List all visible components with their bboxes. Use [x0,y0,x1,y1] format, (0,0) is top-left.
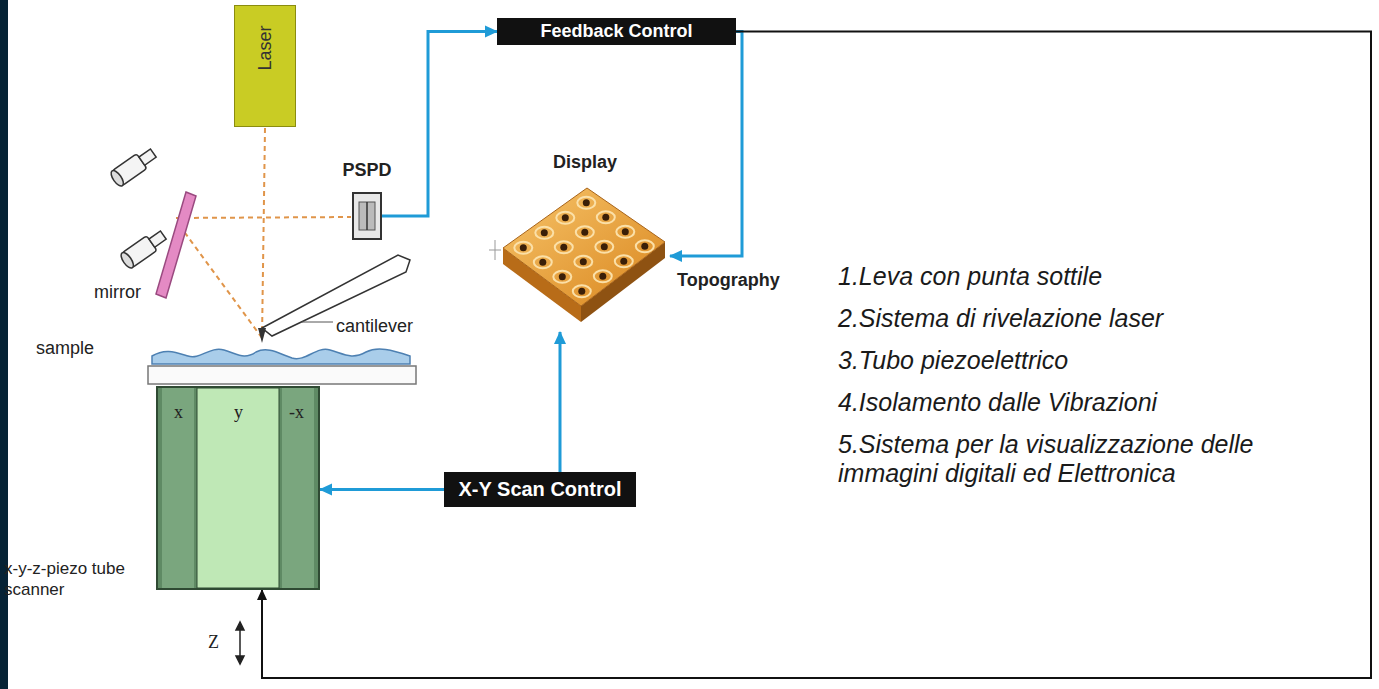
axis-label: x [174,402,183,423]
list-item: 1.Leva con punta sottile [838,262,1102,291]
topography-image [495,180,670,332]
axis-label: y [234,402,243,423]
part-name: Topography [677,270,780,291]
signal-connector [320,488,444,491]
signal-connector [262,32,1371,679]
display-image: Display [495,180,670,332]
node-label: Feedback Control [540,21,692,42]
list-item: 4.Isolamento dalle Vibrazioni [838,388,1157,417]
photodetector: PSPD [352,192,382,240]
node-label: PSPD [342,160,391,181]
list-item: 5.Sistema per la visualizzazione delle i… [838,430,1358,488]
part-name: mirror [94,282,141,303]
node-label: Display [553,152,617,173]
signal-connector [382,32,497,217]
part-name: cantilever [336,316,413,337]
signal-connector [559,332,562,472]
list-item: 3.Tubo piezoelettrico [838,346,1068,375]
axis-label: -x [289,402,304,423]
control-box: X-Y Scan Control [444,472,636,507]
signal-connector [670,32,742,257]
part-name: sample [36,338,94,359]
node-label: X-Y Scan Control [459,478,622,501]
laser-box: Laser [234,5,296,127]
node-label: x-y-z-piezo tube scanner [4,558,150,601]
node-label: Laser [255,25,276,70]
axis-label: Z [208,632,219,653]
pspd-symbol [352,192,382,240]
list-item: 2.Sistema di rivelazione laser [838,304,1163,333]
control-box: Feedback Control [497,18,736,45]
